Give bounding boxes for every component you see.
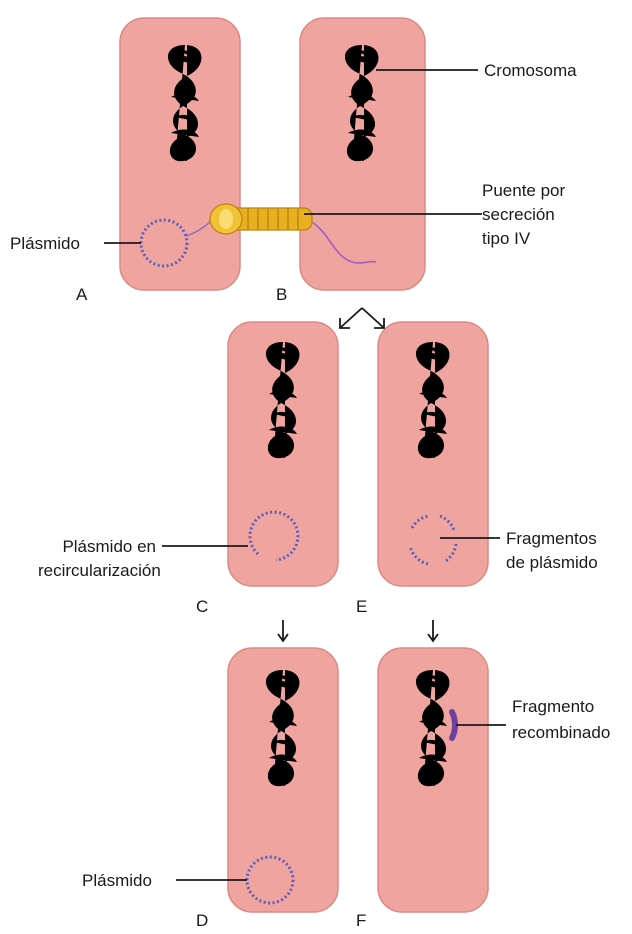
letter-c: C: [196, 597, 208, 616]
label-plasmido-top: Plásmido: [10, 234, 80, 253]
label-recirc-line2: recircularización: [38, 561, 161, 580]
letter-f: F: [356, 911, 366, 930]
label-puente-line2: secreción: [482, 205, 555, 224]
letter-e: E: [356, 597, 367, 616]
label-puente-line3: tipo IV: [482, 229, 531, 248]
type-iv-secretion-bridge: [210, 204, 312, 234]
arrow-c-to-d: [278, 620, 288, 641]
label-recomb-line2: recombinado: [512, 723, 610, 742]
label-plasmido-bottom: Plásmido: [82, 871, 152, 890]
letter-b: B: [276, 285, 287, 304]
letter-d: D: [196, 911, 208, 930]
label-fragmentos-line2: de plásmido: [506, 553, 598, 572]
split-arrows: [340, 308, 384, 328]
label-recomb-line1: Fragmento: [512, 697, 594, 716]
label-recirc-line1: Plásmido en: [62, 537, 156, 556]
label-fragmentos-line1: Fragmentos: [506, 529, 597, 548]
label-cromosoma: Cromosoma: [484, 61, 577, 80]
arrow-e-to-f: [428, 620, 438, 641]
label-puente-line1: Puente por: [482, 181, 566, 200]
letter-a: A: [76, 285, 88, 304]
recombined-fragment: [452, 712, 455, 738]
